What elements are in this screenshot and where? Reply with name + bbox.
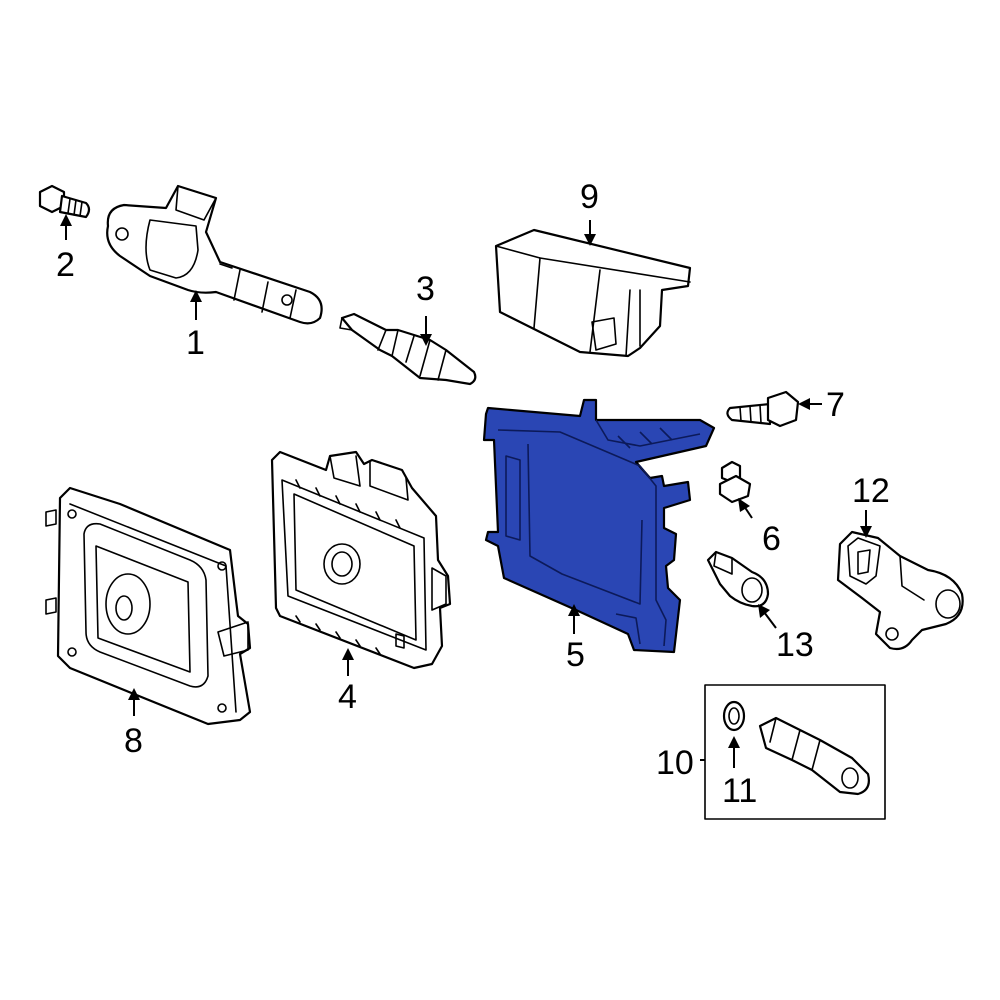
callout-13: 13 — [776, 626, 814, 664]
part-8-ecu — [45, 486, 252, 726]
callout-11: 11 — [722, 772, 757, 810]
callout-8: 8 — [124, 722, 143, 760]
part-10-sensor — [758, 716, 870, 796]
callout-5: 5 — [566, 636, 585, 674]
part-4-ecu-case — [270, 450, 452, 670]
callout-9: 9 — [580, 178, 599, 216]
part-11-washer — [722, 700, 746, 732]
callout-2: 2 — [56, 246, 75, 284]
callout-arrows — [60, 214, 872, 768]
callout-3: 3 — [416, 270, 435, 308]
part-13-sensor — [706, 550, 770, 608]
part-5-bracket — [482, 398, 716, 654]
callout-4: 4 — [338, 678, 357, 716]
part-1-ignition-coil — [106, 184, 323, 325]
callout-10: 10 — [656, 744, 694, 782]
callout-1: 1 — [186, 324, 205, 362]
part-2-bolt — [38, 184, 91, 219]
part-10-group — [704, 684, 886, 820]
part-12-sensor — [836, 530, 964, 651]
part-9-cover — [494, 228, 692, 358]
callout-7: 7 — [826, 386, 845, 424]
part-3-spark-plug — [339, 312, 477, 386]
callout-12: 12 — [852, 472, 890, 510]
callout-labels: 2 1 3 9 7 6 12 5 13 4 8 10 11 — [56, 178, 890, 810]
callout-6: 6 — [762, 520, 781, 558]
part-7-bolt — [726, 390, 800, 428]
part-6-bolt — [718, 460, 752, 504]
